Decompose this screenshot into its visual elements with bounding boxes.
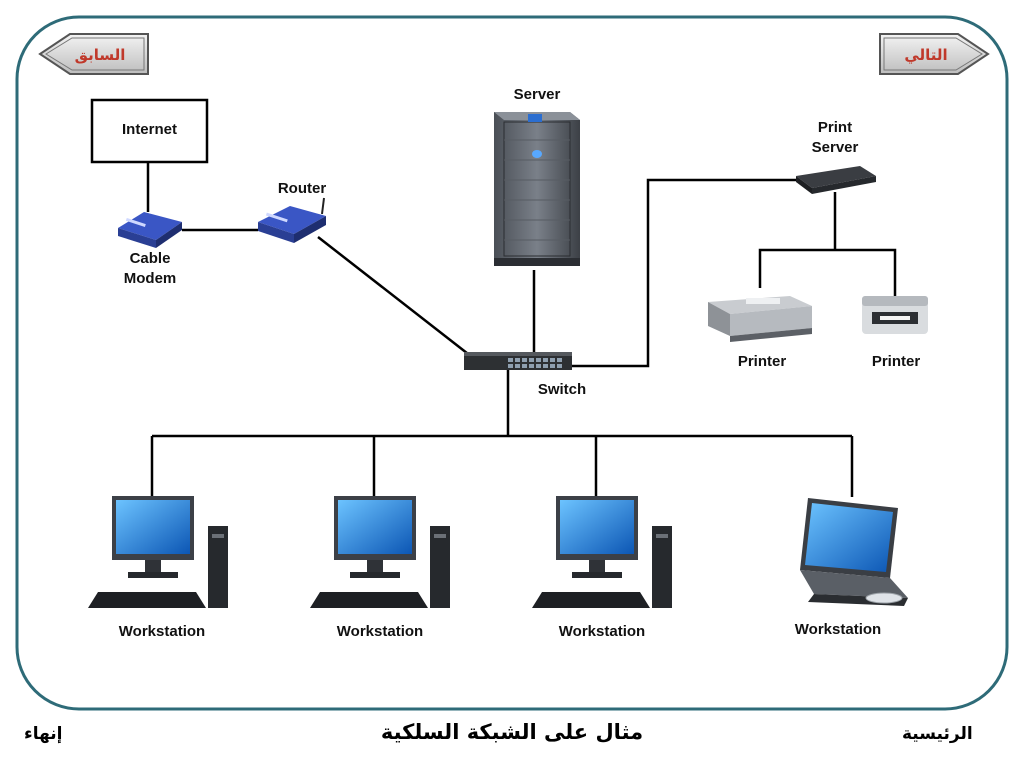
workstation-icon [88,496,228,608]
workstation-label: Workstation [118,623,206,640]
server-icon [494,112,580,266]
exit-link[interactable]: إنهاء [24,724,63,744]
switch-icon [464,352,572,370]
link-router-switch [317,236,473,358]
link-printer-bus [758,248,897,296]
printer-icon [862,296,928,334]
workstation-label: Workstation [336,623,424,640]
cable-modem-icon [118,212,182,248]
prev-label: السابق [75,46,126,64]
slide-title: مثال على الشبكة السلكية [380,720,644,744]
home-link[interactable]: الرئيسية [902,724,973,744]
cable-modem-label-line2: Modem [123,270,177,287]
internet-label: Internet [121,121,177,138]
workstation-label: Workstation [558,623,646,640]
workstation-icon [310,496,450,608]
internet-box [90,98,209,164]
cable-modem-label-line1: Cable [129,250,171,267]
laptop-icon [800,498,908,606]
print-server-icon [796,166,876,194]
print-server-label-line1: Print [817,119,853,136]
router-label: Router [277,180,327,197]
link-switch-printserver [571,178,800,368]
server-label: Server [513,86,561,103]
printer-label: Printer [737,353,787,370]
switch-label: Switch [537,381,587,398]
connections [146,162,897,500]
router-icon [258,197,326,243]
print-server-label-line2: Server [811,139,859,156]
next-button[interactable]: التالي [879,33,990,75]
workstation-icon [532,496,672,608]
printer-icon [708,296,812,342]
next-label: التالي [904,46,947,64]
printer-label: Printer [871,353,921,370]
prev-button[interactable]: السابق [38,33,149,75]
workstation-label: Workstation [794,621,882,638]
